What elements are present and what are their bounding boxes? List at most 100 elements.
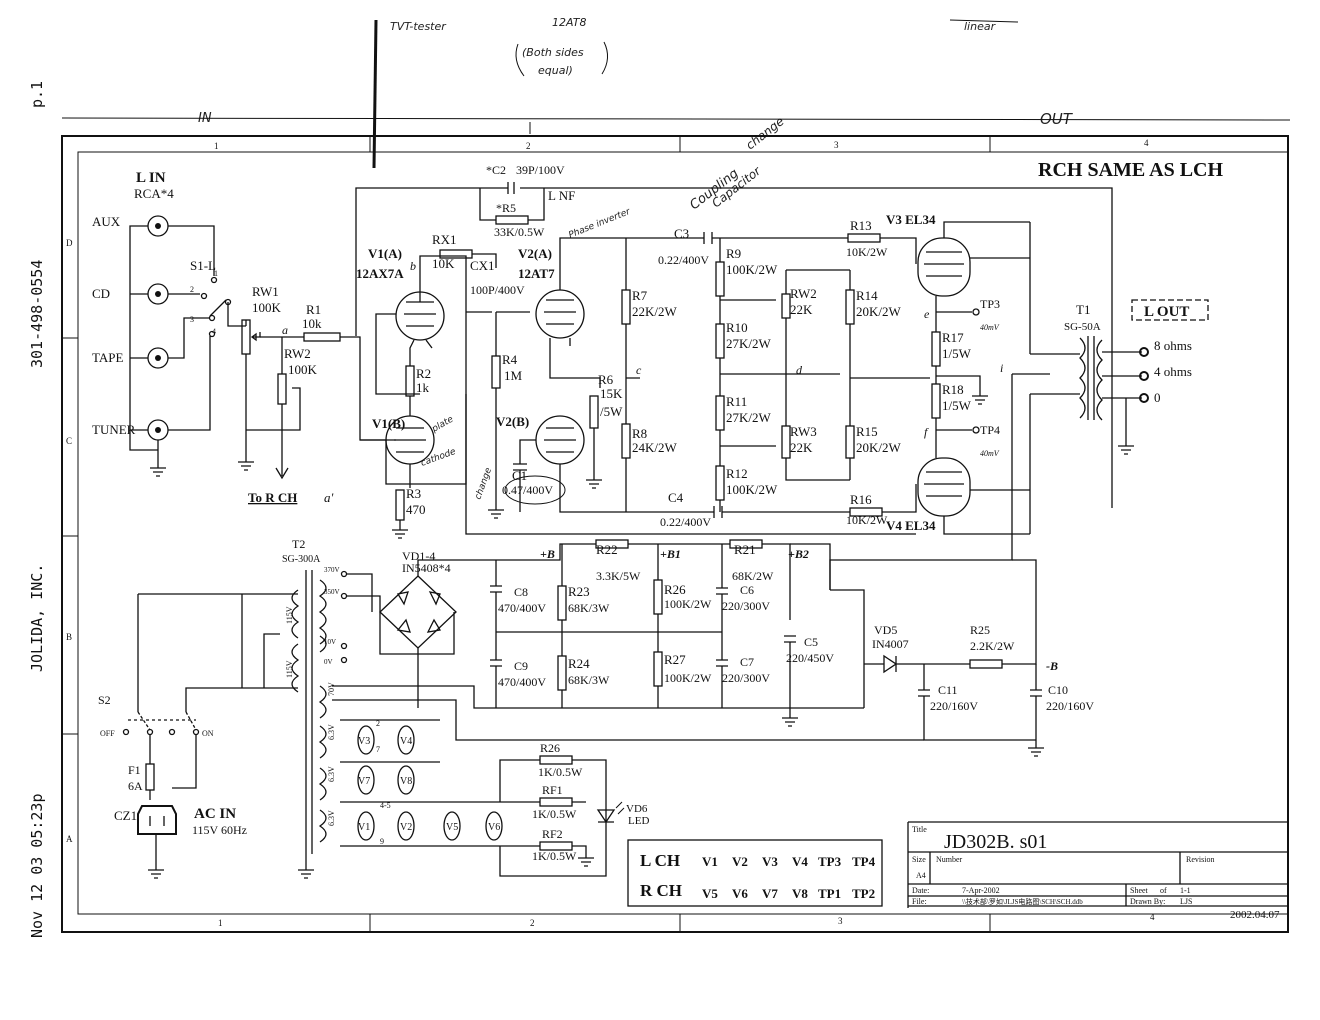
title-block: Title JD302B. s01 Size A4 Number Revisio…	[907, 821, 1288, 921]
vd6-label: VD6	[626, 803, 648, 815]
r3-label: R3	[406, 486, 421, 501]
rch-same-note: RCH SAME AS LCH	[1038, 159, 1223, 181]
grid-row-c: C	[66, 436, 72, 446]
r24-value: 68K/3W	[568, 673, 610, 687]
r2-label: R2	[416, 366, 431, 381]
c9-label: C9	[514, 659, 528, 673]
ac-in-label: AC IN	[194, 806, 236, 822]
tb-size: A4	[916, 871, 926, 880]
note-plate: plate	[430, 414, 456, 435]
heater-v4: V4	[400, 736, 412, 747]
grid-row-d: D	[66, 238, 73, 248]
lout-label: L OUT	[1144, 304, 1189, 320]
t2-tap-115b: 115V	[285, 660, 294, 678]
r4-label: R4	[502, 352, 518, 367]
switch-pos-1: 1	[214, 269, 218, 278]
grid-col-3-bottom: 3	[838, 916, 843, 926]
c3-value: 0.22/400V	[658, 253, 709, 267]
tp4-mv: 40mV	[980, 449, 1000, 458]
v1a-tube	[395, 291, 445, 341]
note-tvt: TVT-tester	[390, 20, 447, 33]
power-switch[interactable]	[122, 711, 200, 736]
b-label: +B	[540, 547, 555, 561]
c3-label: C3	[674, 226, 689, 241]
grid-col-4-bottom: 4	[1150, 912, 1155, 922]
rx1-value: 10K	[432, 256, 455, 271]
tp4-label: TP4	[980, 423, 1000, 437]
note-equal: equal)	[538, 64, 573, 77]
node-a: a	[282, 323, 288, 337]
r6-watt: /5W	[600, 404, 623, 419]
rca-jack-tape	[147, 347, 169, 369]
bridge-rectifier	[379, 575, 457, 649]
lch-tp3: TP3	[818, 854, 842, 869]
r16-value: 10K/2W	[846, 513, 888, 527]
rch-label: R CH	[640, 881, 682, 900]
note-phase-inverter: Phase inverter	[567, 207, 632, 241]
company-name: JOLIDA, INC.	[28, 564, 46, 672]
input-tuner: TUNER	[92, 422, 136, 437]
vd5-diode	[864, 654, 970, 674]
v1a-type: 12AX7A	[356, 266, 404, 281]
t2-tap-6v3c: 6.3V	[327, 810, 336, 826]
r25-label: R25	[970, 623, 990, 637]
heater-v3: V3	[358, 736, 370, 747]
r25-value: 2.2K/2W	[970, 639, 1015, 653]
r26-label: R26	[540, 741, 560, 755]
rw3-value: 22K	[790, 440, 813, 455]
c7-value: 220/300V	[722, 671, 770, 685]
heater-v8: V8	[400, 776, 412, 787]
page-number: p.1	[28, 81, 46, 108]
tb-title: JD302B. s01	[944, 831, 1047, 853]
c5-label: C5	[804, 635, 818, 649]
r27-label: R27	[664, 652, 686, 667]
rca-jack-tuner	[147, 419, 169, 441]
tb-size-label: Size	[912, 855, 926, 864]
ac-in-value: 115V 60Hz	[192, 823, 247, 837]
pin-2: 2	[376, 719, 380, 728]
r13-value: 10K/2W	[846, 245, 888, 259]
grid-col-1-bottom: 1	[218, 918, 223, 928]
t2-tap-115a: 115V	[285, 606, 294, 624]
f1-label: F1	[128, 763, 141, 777]
rw2-value: 100K	[288, 362, 318, 377]
grid-col-2-bottom: 2	[530, 918, 535, 928]
c11-value: 220/160V	[930, 699, 978, 713]
c11-label: C11	[938, 683, 958, 697]
led-label: LED	[628, 815, 649, 827]
r23-value: 68K/3W	[568, 601, 610, 615]
lch-v2: V2	[732, 854, 748, 869]
c8-value: 470/400V	[498, 601, 546, 615]
grid-col-4-top: 4	[1144, 138, 1149, 148]
r9-value: 100K/2W	[726, 262, 778, 277]
rf2-label: RF2	[542, 827, 563, 841]
pin-45: 4-5	[380, 801, 391, 810]
r6-label: R6	[598, 372, 614, 387]
c7-label: C7	[740, 655, 754, 669]
heater-v6: V6	[488, 822, 500, 833]
r1-resistor	[303, 332, 341, 342]
note-out: OUT	[1040, 110, 1074, 128]
rx1-label: RX1	[432, 232, 457, 247]
t1-label: T1	[1076, 302, 1090, 317]
cx1-value: 100P/400V	[470, 283, 525, 297]
tb-revision-label: Revision	[1186, 855, 1214, 864]
r7-label: R7	[632, 288, 648, 303]
r22-value: 3.3K/5W	[596, 569, 641, 583]
input-aux: AUX	[92, 214, 121, 229]
input-section: L IN RCA*4 AUX CD TAPE TUNER S1-L 1 2 3 …	[92, 170, 396, 505]
r26-value: 1K/0.5W	[538, 765, 583, 779]
vd5-label: VD5	[874, 623, 897, 637]
t2-tap-10: 10V	[324, 638, 336, 646]
switch-label: S1-L	[190, 258, 216, 273]
c4-value: 0.22/400V	[660, 515, 711, 529]
t2-tap-370: 370V	[324, 566, 340, 574]
power-section: T2 SG-300A 370V 350V 10V 0V 115V 115V 70…	[98, 537, 1094, 879]
lch-v1: V1	[702, 854, 718, 869]
a-prime-label: a'	[324, 490, 334, 505]
rw2-resistor	[277, 373, 287, 405]
r17-value: 1/5W	[942, 346, 972, 361]
input-cd: CD	[92, 286, 110, 301]
input-tape: TAPE	[92, 350, 124, 365]
tb-date-label: Date:	[912, 886, 929, 895]
